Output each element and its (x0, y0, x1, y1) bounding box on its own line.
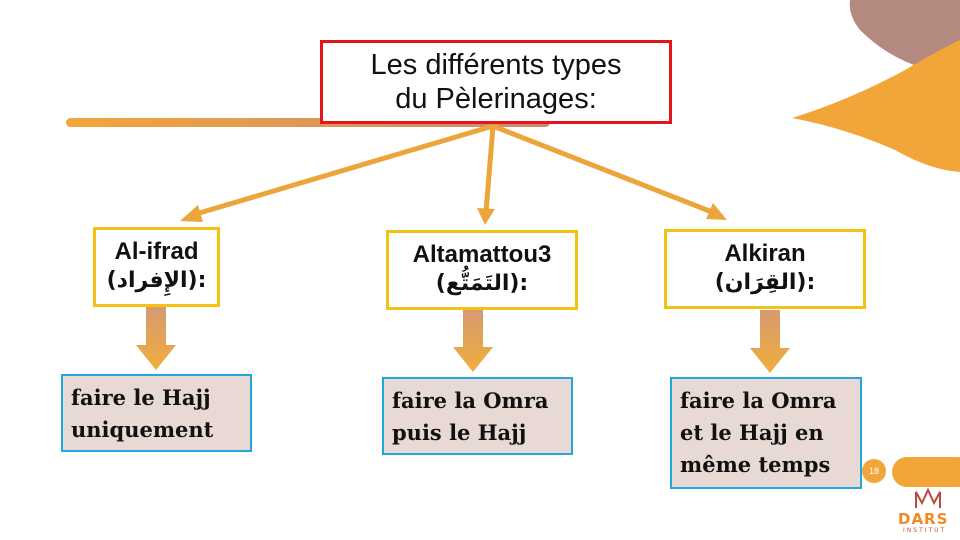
description-text: faire le Hajj uniquement (71, 385, 214, 442)
logo-subtitle: INSTITUT (903, 527, 947, 534)
down-arrow-2 (453, 309, 493, 372)
corner-shape-orange (792, 40, 960, 172)
title-text: Les différents types du Pèlerinages: (370, 49, 622, 115)
logo-name: DARS (898, 510, 949, 528)
type-latin-name: Al-ifrad (114, 238, 199, 265)
arrowhead-al-ifrad (180, 205, 203, 222)
arrowhead-alkiran (706, 203, 727, 220)
description-text: faire la Omra et le Hajj en même temps (680, 388, 837, 477)
type-latin-name: Altamattou3 (412, 241, 552, 268)
arrow-to-altamattou3 (483, 125, 496, 213)
arrow-to-alkiran (492, 123, 713, 215)
page-number: 18 (862, 459, 886, 483)
arrowhead-altamattou3 (477, 208, 495, 225)
type-arabic-name: (الإِفراد): (106, 268, 207, 293)
type-box-altamattou3: Altamattou3 (التَمَتُّع): (386, 230, 578, 310)
down-arrow-3 (750, 310, 790, 373)
type-arabic-name: (التَمَتُّع): (435, 271, 529, 296)
description-box-alkiran: faire la Omra et le Hajj en même temps (670, 377, 862, 489)
footer-bar (892, 457, 960, 487)
type-box-al-ifrad: Al-ifrad (الإِفراد): (93, 227, 220, 307)
type-arabic-name: (القِرَان): (714, 270, 816, 295)
type-latin-name: Alkiran (724, 240, 806, 267)
arrow-to-al-ifrad (195, 123, 494, 217)
down-arrow-1 (136, 307, 176, 370)
description-box-al-ifrad: faire le Hajj uniquement (61, 374, 252, 452)
description-text: faire la Omra puis le Hajj (392, 388, 549, 445)
dars-logo-mark (915, 487, 941, 508)
title-box: Les différents types du Pèlerinages: (320, 40, 672, 124)
description-box-altamattou3: faire la Omra puis le Hajj (382, 377, 573, 455)
type-box-alkiran: Alkiran (القِرَان): (664, 229, 866, 309)
